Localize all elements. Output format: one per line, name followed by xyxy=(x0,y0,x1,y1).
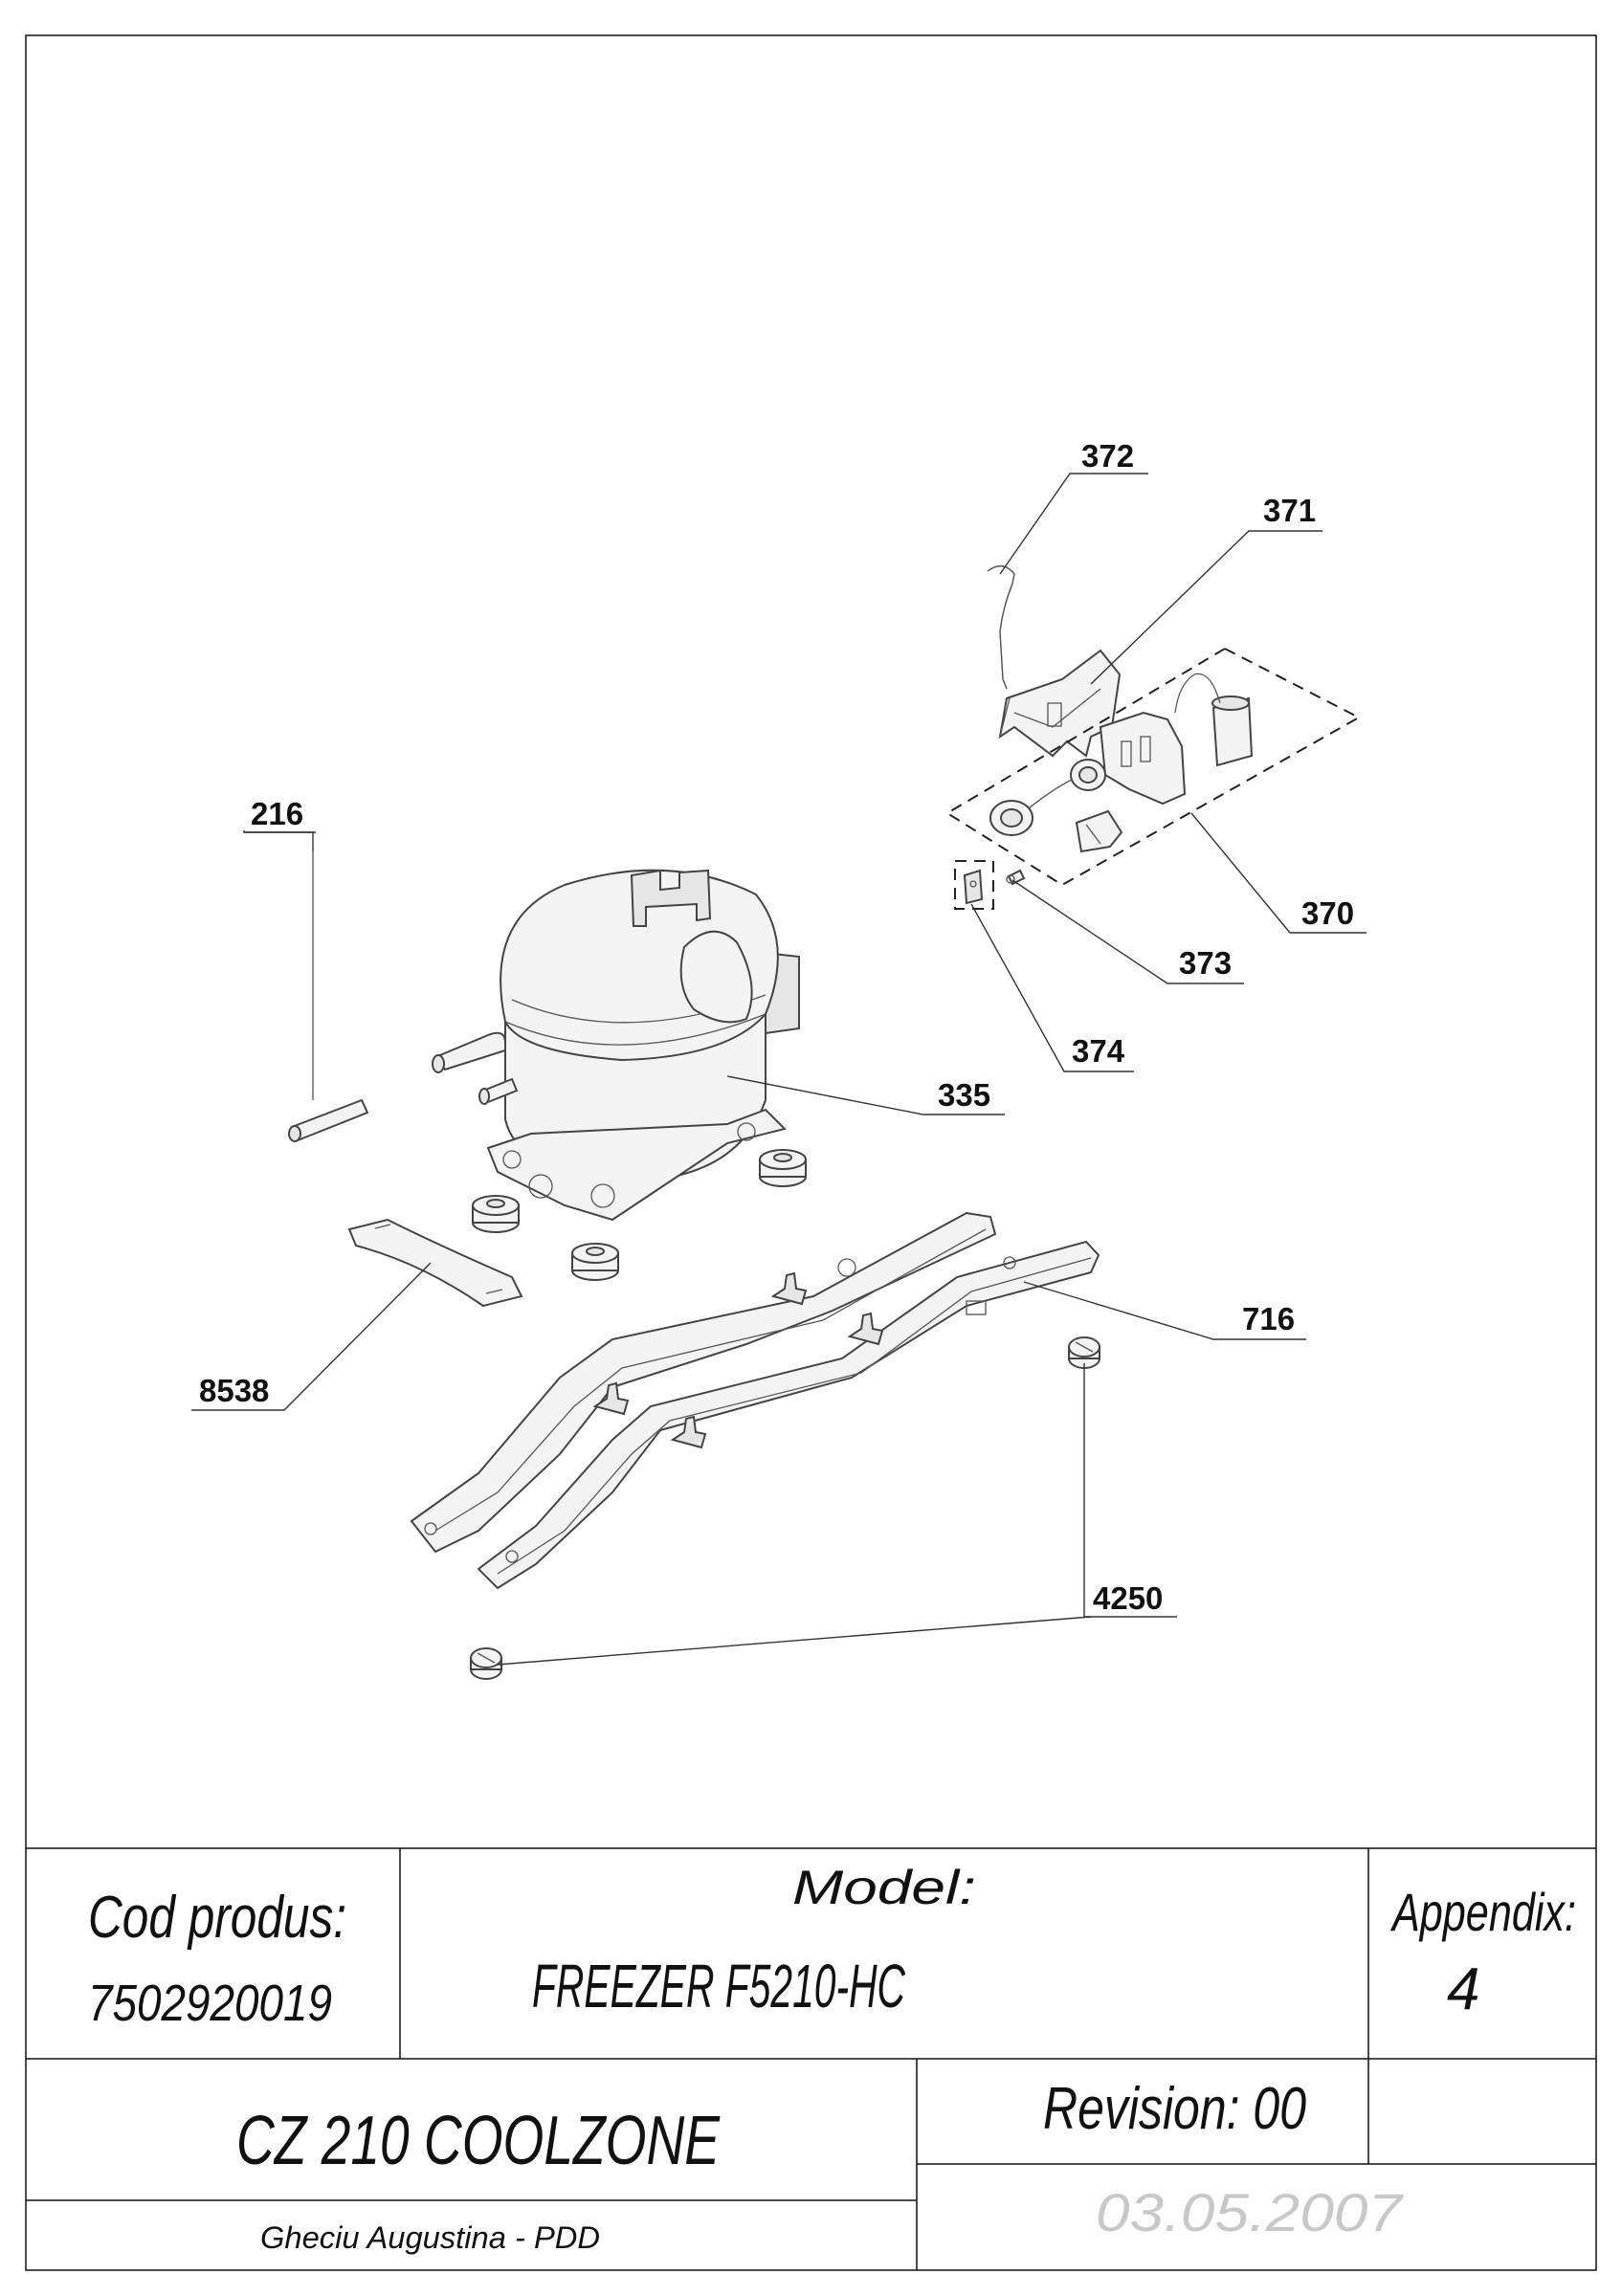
part-216-pin xyxy=(288,851,369,1142)
revision: Revision: 00 xyxy=(1043,2076,1306,2142)
leader-lines xyxy=(191,473,1366,1666)
cap xyxy=(1068,1336,1100,1369)
callout-374: 374 xyxy=(1072,1033,1125,1069)
appendix-value: 4 xyxy=(1447,1956,1479,2022)
grommets xyxy=(472,1149,807,1281)
part-335-compressor xyxy=(432,869,800,1222)
model-value: FREEZER F5210-HC xyxy=(532,1952,905,2020)
product-name: CZ 210 COOLZONE xyxy=(236,2103,721,2179)
part-370-relay-kit xyxy=(945,647,1362,887)
callout-8538: 8538 xyxy=(199,1373,269,1408)
cod-produs-value: 7502920019 xyxy=(88,1975,332,2032)
model-label: Model: xyxy=(792,1861,976,1914)
title-block: Cod produs: 7502920019 Model: FREEZER F5… xyxy=(26,1847,1596,2270)
grommet xyxy=(571,1243,619,1281)
appendix-label: Appendix: xyxy=(1390,1882,1576,1942)
cod-produs-label: Cod produs: xyxy=(88,1885,346,1951)
grommet xyxy=(759,1149,807,1187)
callout-labels: 372 371 216 370 373 374 335 716 8538 425… xyxy=(199,438,1354,1616)
drawing-frame xyxy=(25,34,1597,2271)
callout-4250: 4250 xyxy=(1093,1580,1163,1616)
part-8538-plate xyxy=(347,1218,523,1308)
part-4250-caps xyxy=(470,1336,1100,1680)
callout-335: 335 xyxy=(938,1077,990,1113)
callout-373: 373 xyxy=(1179,945,1232,981)
part-716-rails xyxy=(410,1211,1100,1590)
callout-372: 372 xyxy=(1081,438,1134,474)
grommet xyxy=(472,1195,520,1233)
callout-716: 716 xyxy=(1242,1301,1295,1336)
part-372-clip xyxy=(987,565,1015,690)
callout-216: 216 xyxy=(251,796,303,831)
part-374-bracket xyxy=(954,860,994,910)
callout-371: 371 xyxy=(1263,493,1316,528)
author: Gheciu Augustina - PDD xyxy=(260,2220,600,2255)
callout-370: 370 xyxy=(1301,895,1354,931)
date: 03.05.2007 xyxy=(1096,2182,1404,2242)
cap xyxy=(470,1647,502,1680)
